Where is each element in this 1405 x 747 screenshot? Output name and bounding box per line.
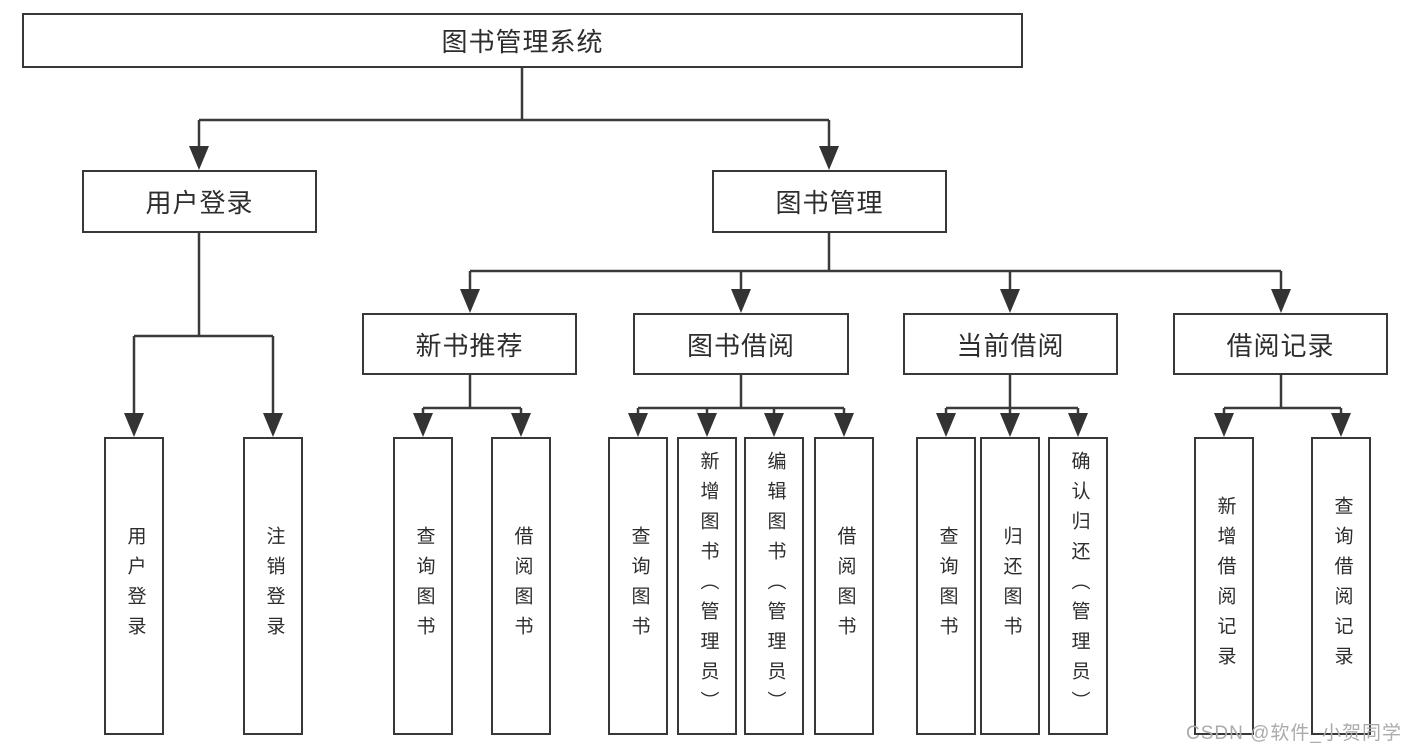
- node-label: 图书借阅: [686, 330, 795, 361]
- leaf-label: 新增图书（管理员）: [697, 451, 719, 721]
- node-label: 图书管理系统: [441, 27, 604, 57]
- arrowhead-icon: [697, 413, 717, 437]
- connector-root-to-level2: [197, 68, 831, 150]
- leaf-label: 编辑图书（管理员）: [764, 451, 786, 721]
- node-book-management: 图书管理: [712, 170, 947, 233]
- arrowhead-icon: [819, 146, 839, 170]
- connector-recommend-to-leaves: [421, 375, 523, 417]
- node-library-management-system: 图书管理系统: [22, 13, 1023, 68]
- connector-current-to-leaves: [944, 375, 1080, 417]
- arrowhead-icon: [1000, 289, 1020, 313]
- leaf-borrow-books-recommend: 借阅图书: [491, 437, 551, 735]
- node-current-borrow: 当前借阅: [903, 313, 1118, 375]
- leaf-label: 归还图书: [1000, 526, 1022, 646]
- leaf-return-books: 归还图书: [980, 437, 1040, 735]
- node-label: 借阅记录: [1226, 330, 1335, 361]
- node-label: 当前借阅: [956, 330, 1065, 361]
- arrowhead-icon: [511, 413, 531, 437]
- leaf-label: 查询借阅记录: [1331, 496, 1353, 676]
- leaf-label: 查询图书: [628, 526, 650, 646]
- leaf-query-borrow-record: 查询借阅记录: [1311, 437, 1371, 735]
- arrowhead-icon: [1271, 289, 1291, 313]
- leaf-label: 新增借阅记录: [1214, 496, 1236, 676]
- leaf-query-books-recommend: 查询图书: [393, 437, 453, 735]
- arrowhead-icon: [124, 413, 144, 437]
- leaf-query-books-current: 查询图书: [916, 437, 976, 735]
- leaf-label: 用户登录: [124, 526, 146, 646]
- connector-record-to-leaves: [1222, 375, 1343, 417]
- node-user-login: 用户登录: [82, 170, 317, 233]
- leaf-edit-books-admin: 编辑图书（管理员）: [744, 437, 804, 735]
- arrowhead-icon: [1214, 413, 1234, 437]
- arrowhead-icon: [628, 413, 648, 437]
- node-label: 新书推荐: [415, 330, 524, 361]
- arrowhead-icon: [413, 413, 433, 437]
- arrowhead-icon: [834, 413, 854, 437]
- leaf-borrow-books: 借阅图书: [814, 437, 874, 735]
- csdn-watermark: CSDN @软件_小贺同学: [1186, 723, 1402, 744]
- connector-borrow-to-leaves: [636, 375, 846, 417]
- arrowhead-icon: [1000, 413, 1020, 437]
- leaf-confirm-return-admin: 确认归还（管理员）: [1048, 437, 1108, 735]
- leaf-logout: 注销登录: [243, 437, 303, 735]
- arrowhead-icon: [263, 413, 283, 437]
- arrowhead-icon: [936, 413, 956, 437]
- leaf-add-borrow-record: 新增借阅记录: [1194, 437, 1254, 735]
- arrowhead-icon: [1068, 413, 1088, 437]
- leaf-query-books-borrow: 查询图书: [608, 437, 668, 735]
- connector-login-to-leaves: [132, 233, 275, 417]
- leaf-label: 查询图书: [936, 526, 958, 646]
- leaf-label: 确认归还（管理员）: [1068, 451, 1090, 721]
- node-label: 图书管理: [775, 188, 884, 218]
- leaf-add-books-admin: 新增图书（管理员）: [677, 437, 737, 735]
- leaf-label: 借阅图书: [511, 526, 533, 646]
- node-book-borrow: 图书借阅: [633, 313, 849, 375]
- node-borrow-record: 借阅记录: [1173, 313, 1388, 375]
- leaf-label: 借阅图书: [834, 526, 856, 646]
- leaf-label: 注销登录: [263, 526, 285, 646]
- arrowhead-icon: [731, 289, 751, 313]
- arrowhead-icon: [764, 413, 784, 437]
- arrowhead-icon: [1331, 413, 1351, 437]
- node-new-book-recommend: 新书推荐: [362, 313, 577, 375]
- arrowhead-icon: [460, 289, 480, 313]
- leaf-label: 查询图书: [413, 526, 435, 646]
- node-label: 用户登录: [145, 188, 254, 218]
- arrowhead-icon: [189, 146, 209, 170]
- connector-management-to-level3: [468, 233, 1283, 293]
- leaf-user-login: 用户登录: [104, 437, 164, 735]
